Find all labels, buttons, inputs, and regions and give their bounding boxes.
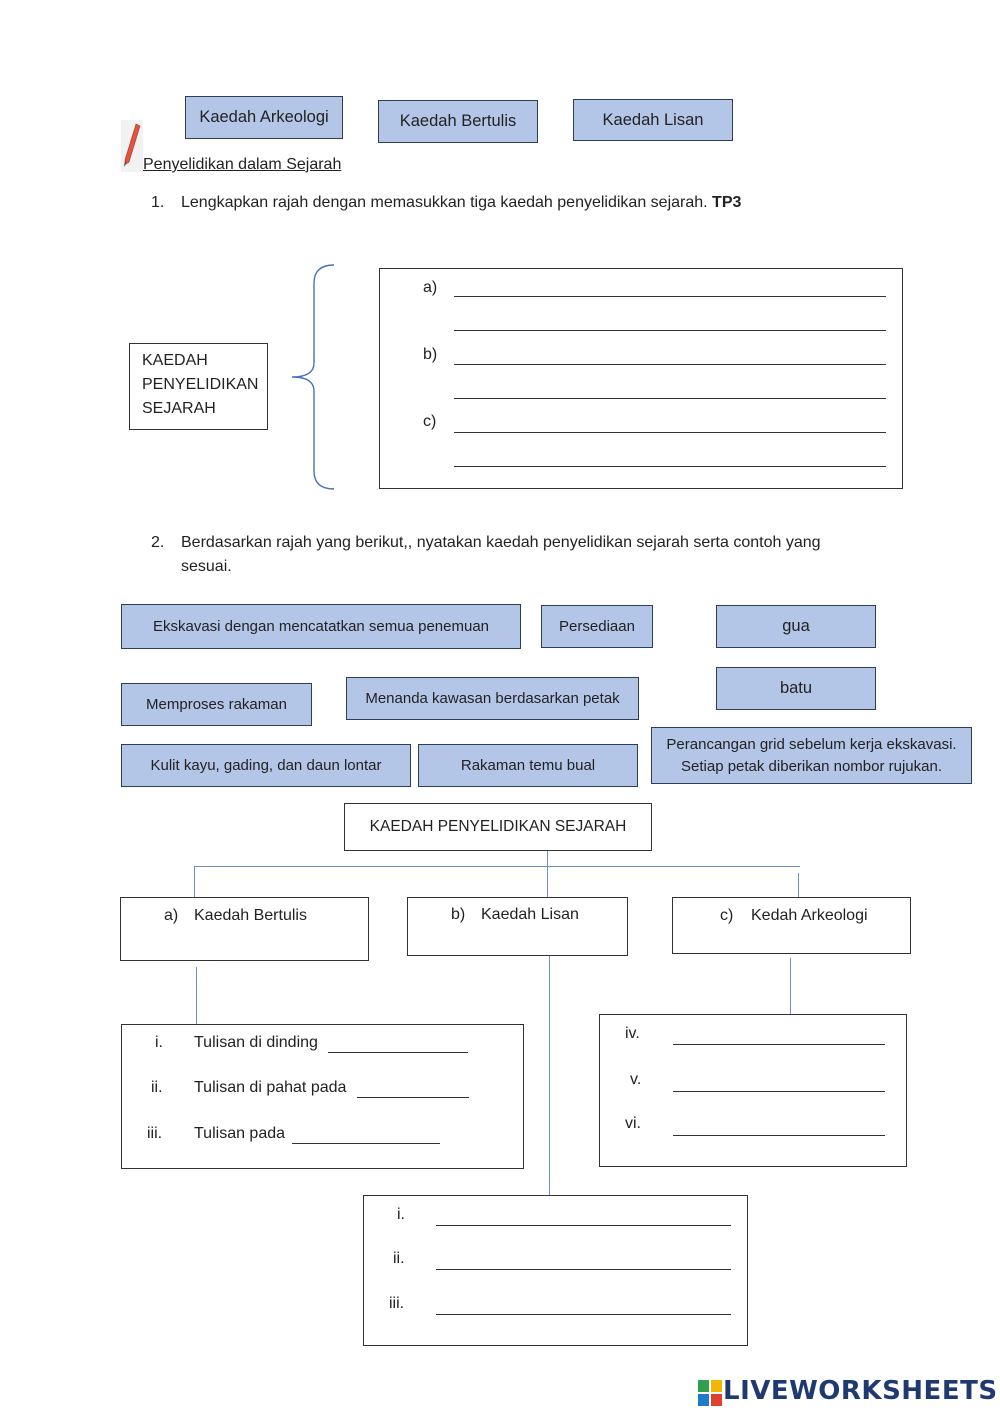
branch-lisan: b) Kaedah Lisan: [407, 897, 628, 956]
branch-a-label: a): [164, 907, 179, 924]
q1-text: Lengkapkan rajah dengan memasukkan tiga …: [181, 194, 741, 212]
choice-kaedah-lisan[interactable]: Kaedah Lisan: [573, 99, 733, 141]
branch-bertulis: a) Kaedah Bertulis: [120, 897, 369, 961]
brace-icon: [290, 263, 338, 491]
choice-batu[interactable]: batu: [716, 667, 876, 710]
q1-box-line1: KAEDAH: [142, 352, 208, 369]
bertulis-examples-box: i. Tulisan di dinding ii. Tulisan di pah…: [121, 1024, 524, 1169]
bertulis-item-3-num: iii.: [147, 1125, 163, 1142]
arkeologi-examples-box: iv. v. vi.: [599, 1014, 907, 1167]
q2-number: 2.: [151, 534, 165, 551]
arkeologi-answer-6[interactable]: [673, 1114, 885, 1136]
arkeologi-num-6: vi.: [625, 1115, 641, 1132]
branch-c-label: c): [720, 907, 734, 924]
bertulis-item-1-num: i.: [155, 1034, 163, 1051]
choice-kaedah-arkeologi[interactable]: Kaedah Arkeologi: [185, 96, 343, 139]
bertulis-answer-1[interactable]: [328, 1031, 468, 1053]
choice-ekskavasi[interactable]: Ekskavasi dengan mencatatkan semua penem…: [121, 604, 521, 649]
bertulis-item-1-text: Tulisan di dinding: [194, 1034, 318, 1051]
tree-root-label: KAEDAH PENYELIDIKAN SEJARAH: [369, 818, 627, 835]
q2-text-line1: Berdasarkan rajah yang berikut,, nyataka…: [181, 534, 821, 551]
connector: [196, 967, 197, 1024]
connector: [549, 956, 550, 1195]
q1-tag: TP3: [712, 194, 742, 211]
q1-answer-a-line1[interactable]: [454, 275, 886, 297]
choice-perancangan-grid-line2: Setiap petak diberikan nombor rujukan.: [681, 757, 942, 775]
q1-method-box: KAEDAH PENYELIDIKAN SEJARAH: [129, 343, 268, 430]
liveworksheets-logo-icon: [698, 1380, 722, 1406]
choice-menanda-kawasan[interactable]: Menanda kawasan berdasarkan petak: [346, 677, 639, 720]
q1-answer-a-line2[interactable]: [454, 309, 886, 331]
branch-b-label: b): [451, 906, 466, 923]
q1-box-line3: SEJARAH: [142, 400, 216, 417]
q1-label-c: c): [423, 413, 437, 430]
bertulis-answer-2[interactable]: [357, 1076, 469, 1098]
bertulis-item-3-text: Tulisan pada: [194, 1125, 286, 1142]
q1-answer-box: a) b) c): [379, 268, 903, 489]
choice-rakaman-temu-bual[interactable]: Rakaman temu bual: [418, 744, 638, 787]
branch-a-name: Kaedah Bertulis: [194, 907, 307, 924]
q1-number: 1.: [151, 194, 165, 211]
arkeologi-num-4: iv.: [625, 1025, 640, 1042]
branch-b-name: Kaedah Lisan: [481, 906, 579, 923]
lisan-answer-3[interactable]: [436, 1293, 731, 1315]
branch-arkeologi: c) Kedah Arkeologi: [672, 897, 911, 954]
brand-logo: LIVEWORKSHEETS: [723, 1376, 998, 1406]
bertulis-item-2-text: Tulisan di pahat pada: [194, 1079, 347, 1096]
q1-answer-c-line2[interactable]: [454, 445, 886, 467]
q2-text-line2: sesuai.: [181, 558, 232, 575]
bertulis-item-2-num: ii.: [151, 1079, 163, 1096]
connector: [798, 873, 799, 897]
choice-kulit-kayu[interactable]: Kulit kayu, gading, dan daun lontar: [121, 744, 411, 787]
choice-perancangan-grid[interactable]: Perancangan grid sebelum kerja ekskavasi…: [651, 727, 972, 784]
connector: [194, 866, 195, 897]
q1-label-a: a): [423, 279, 438, 296]
q1-answer-b-line1[interactable]: [454, 343, 886, 365]
connector: [194, 866, 800, 867]
pencil-icon: [121, 120, 143, 172]
choice-perancangan-grid-line1: Perancangan grid sebelum kerja ekskavasi…: [666, 735, 957, 753]
q1-box-line2: PENYELIDIKAN: [142, 376, 259, 393]
q1-answer-b-line2[interactable]: [454, 377, 886, 399]
tree-root: KAEDAH PENYELIDIKAN SEJARAH: [344, 803, 652, 851]
arkeologi-num-5: v.: [630, 1071, 642, 1088]
choice-persediaan[interactable]: Persediaan: [541, 605, 653, 648]
choice-gua[interactable]: gua: [716, 605, 876, 648]
branch-c-name: Kedah Arkeologi: [751, 907, 868, 924]
choice-kaedah-bertulis[interactable]: Kaedah Bertulis: [378, 100, 538, 143]
lisan-num-3: iii.: [389, 1295, 405, 1312]
lisan-answer-1[interactable]: [436, 1204, 731, 1226]
connector: [547, 851, 548, 897]
choice-memproses-rakaman[interactable]: Memproses rakaman: [121, 683, 312, 726]
q1-instruction: Lengkapkan rajah dengan memasukkan tiga …: [181, 194, 708, 211]
lisan-answer-2[interactable]: [436, 1248, 731, 1270]
q1-answer-c-line1[interactable]: [454, 411, 886, 433]
connector: [790, 958, 791, 1014]
arkeologi-answer-4[interactable]: [673, 1023, 885, 1045]
section-title: Penyelidikan dalam Sejarah: [143, 156, 342, 173]
q1-label-b: b): [423, 346, 438, 363]
lisan-examples-box: i. ii. iii.: [363, 1195, 748, 1346]
arkeologi-answer-5[interactable]: [673, 1070, 885, 1092]
lisan-num-2: ii.: [393, 1250, 405, 1267]
bertulis-answer-3[interactable]: [292, 1122, 440, 1144]
lisan-num-1: i.: [397, 1206, 405, 1223]
